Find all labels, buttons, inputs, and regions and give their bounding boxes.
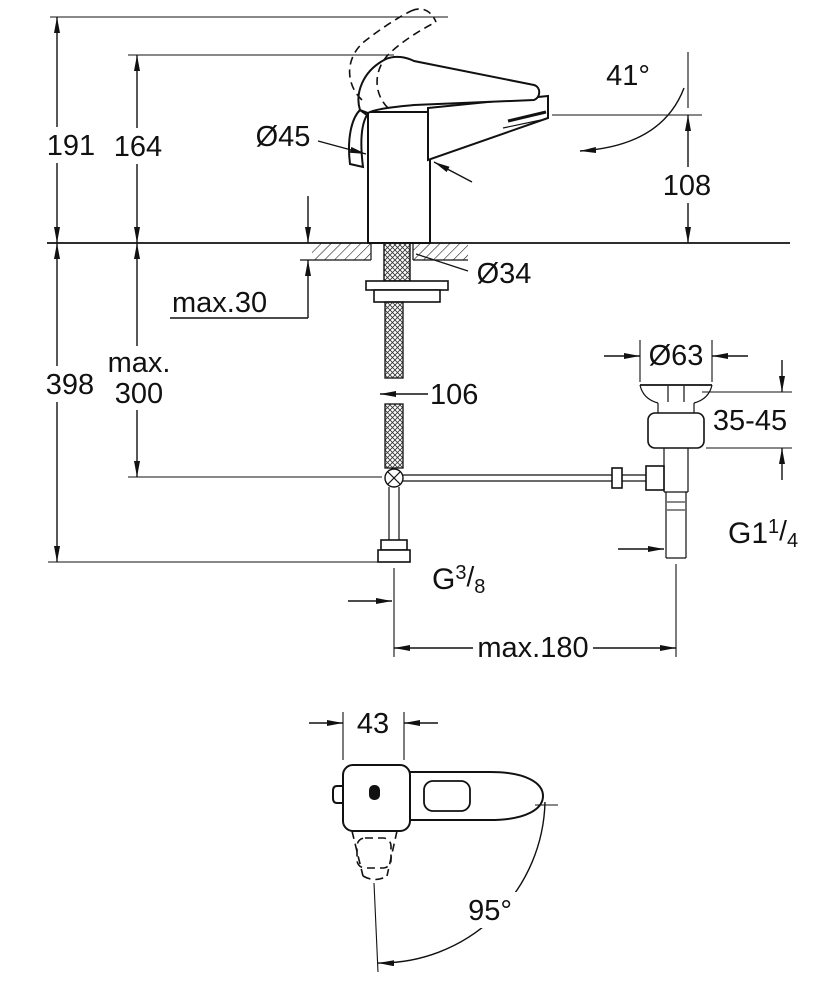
dimension-191: 191 <box>44 16 448 243</box>
dimension-106: 106 <box>380 379 478 411</box>
dimension-95: 95° <box>373 801 558 973</box>
pop-up-rod <box>403 465 665 491</box>
top-view: 95° <box>332 764 558 973</box>
dim-label-43: 43 <box>357 708 389 740</box>
dim-label-max30: max.30 <box>172 287 267 319</box>
lever-raised-dashed-outer <box>348 10 412 101</box>
rod-coupler-2 <box>645 465 665 491</box>
faucet-spout <box>427 94 549 162</box>
dim-label-max180: max.180 <box>477 632 588 664</box>
dimensions: 191 164 398 max. 300 Ø45 41° <box>42 16 798 760</box>
leader-arrow-left <box>317 140 367 155</box>
flex-hose-lower <box>384 403 404 469</box>
spout-dashed-inner <box>356 837 392 869</box>
flex-hose-upper <box>384 301 404 379</box>
lever-front-hook <box>348 108 369 169</box>
g114-sup: 1 <box>768 516 779 538</box>
g114-slash: / <box>779 515 787 546</box>
dimension-398: 398 <box>42 243 378 563</box>
spout-dashed-tip <box>362 875 388 881</box>
indicator-dot <box>369 785 380 800</box>
faucet-body <box>367 111 431 244</box>
leader-line <box>415 253 469 272</box>
threaded-shank <box>383 242 411 282</box>
dim-label-41deg: 41° <box>606 60 650 92</box>
hose-fitting-nut <box>377 549 411 563</box>
reference-line <box>373 882 379 973</box>
spout-dashed-right <box>386 830 398 877</box>
dim-label-108: 108 <box>663 170 711 202</box>
dim-label-max: max. <box>108 347 171 379</box>
label-bg <box>44 127 98 163</box>
dimension-g1-1-4: G11/4 <box>618 515 798 552</box>
dimension-diameter63: Ø63 <box>604 340 748 382</box>
angle-arc <box>579 87 685 154</box>
aerator <box>507 110 547 123</box>
spout-dashed-left <box>351 830 364 877</box>
drain-assembly <box>639 384 713 559</box>
drain-flange-left <box>639 384 659 404</box>
dim-label-164: 164 <box>114 131 162 163</box>
hose-fitting <box>380 539 408 551</box>
dimension-35-45: 35-45 <box>702 360 792 480</box>
supply-assembly <box>365 242 449 563</box>
g38-slash: / <box>466 561 474 592</box>
counter-hatch-left <box>312 243 371 260</box>
label-bg <box>473 629 593 665</box>
dim-label-106: 106 <box>430 379 478 411</box>
lever-recess <box>423 780 471 812</box>
g114-sub: 4 <box>787 530 798 552</box>
dimension-164: 164 <box>110 54 394 243</box>
lever-raised-dashed-inner <box>376 21 437 109</box>
lever-raised-dashed-tip <box>410 8 437 23</box>
drain-ball-housing <box>647 412 705 449</box>
dim-label-d45: Ø45 <box>256 121 311 153</box>
counter-section <box>47 242 790 261</box>
rod-joint-cross-2 <box>387 471 401 485</box>
dim-label-95deg: 95° <box>468 895 512 927</box>
leader-arrow-right <box>433 161 473 183</box>
dimension-max30: max.30 <box>170 196 311 319</box>
label-bg <box>110 128 166 164</box>
dim-label-398: 398 <box>46 369 94 401</box>
label-bg <box>42 366 98 402</box>
dim-label-191: 191 <box>47 130 95 162</box>
lever-top-view <box>399 771 545 821</box>
dim-label-d63: Ø63 <box>649 340 704 372</box>
hook-top-view <box>332 785 344 804</box>
dim-label-35-45: 35-45 <box>713 405 787 437</box>
faucet-lever <box>357 55 541 115</box>
aerator-edge <box>502 119 542 129</box>
label-bg <box>660 167 714 203</box>
drain-flange-right <box>693 384 713 404</box>
dimension-diameter45: Ø45 <box>256 121 473 183</box>
dimension-max300: max. 300 <box>106 243 382 478</box>
dim-label-g114: G11/4 <box>728 515 798 552</box>
dimension-diameter34: Ø34 <box>415 253 532 290</box>
g38-sup: 3 <box>455 562 466 584</box>
rod-coupler-1 <box>611 467 623 489</box>
label-bg <box>106 346 170 410</box>
dim-label-g38: G3/8 <box>432 561 485 598</box>
label-bg <box>458 892 522 928</box>
dimension-g3-8: G3/8 <box>348 561 485 604</box>
mounting-washer <box>365 280 449 291</box>
dim-label-300: 300 <box>115 378 163 410</box>
faucet-side <box>348 8 549 244</box>
dimension-43: 43 <box>309 708 438 760</box>
side-view <box>47 8 790 563</box>
counter-hatch-right <box>413 243 468 260</box>
mounting-nut <box>373 289 441 303</box>
g38-sub: 8 <box>474 576 485 598</box>
dimension-angle41: 41° <box>579 52 689 154</box>
dimension-108: 108 <box>552 114 714 243</box>
g114-base: G1 <box>728 517 768 550</box>
dim-label-d34: Ø34 <box>477 258 532 290</box>
g38-base: G <box>432 563 455 596</box>
dimension-max180: max.180 <box>393 564 677 665</box>
